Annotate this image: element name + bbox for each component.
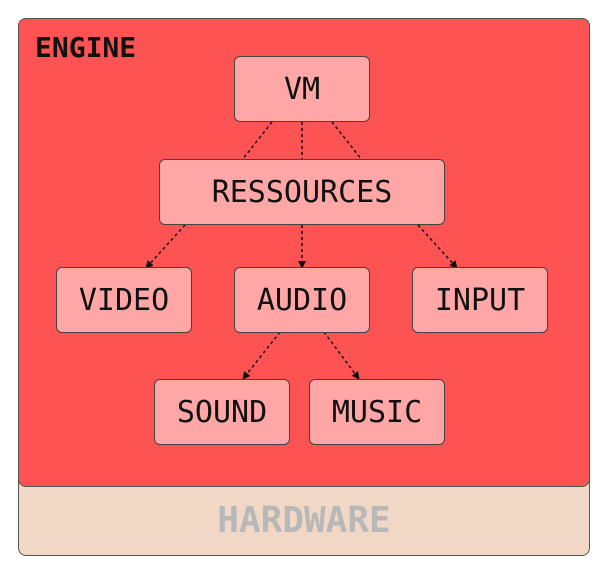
node-ressources: RESSOURCES xyxy=(159,159,445,225)
node-music-label: MUSIC xyxy=(331,394,423,430)
node-input: INPUT xyxy=(412,267,548,333)
node-video: VIDEO xyxy=(56,267,192,333)
node-audio: AUDIO xyxy=(234,267,370,333)
node-audio-label: AUDIO xyxy=(256,282,348,318)
node-sound-label: SOUND xyxy=(176,394,268,430)
edge-audio-sound xyxy=(242,331,281,380)
node-sound: SOUND xyxy=(154,379,290,445)
hardware-label: HARDWARE xyxy=(217,500,391,541)
node-vm-label: VM xyxy=(283,71,321,107)
edge-vm-ressources-left xyxy=(241,121,273,161)
node-video-label: VIDEO xyxy=(78,282,170,318)
edge-audio-music xyxy=(323,331,360,380)
engine-label: ENGINE xyxy=(35,31,137,64)
edge-vm-ressources-right xyxy=(331,121,363,161)
edge-ressources-video xyxy=(145,224,186,269)
node-input-label: INPUT xyxy=(434,282,526,318)
node-ressources-label: RESSOURCES xyxy=(211,174,393,210)
node-vm: VM xyxy=(234,56,370,122)
edge-ressources-input xyxy=(417,224,458,269)
node-music: MUSIC xyxy=(309,379,445,445)
